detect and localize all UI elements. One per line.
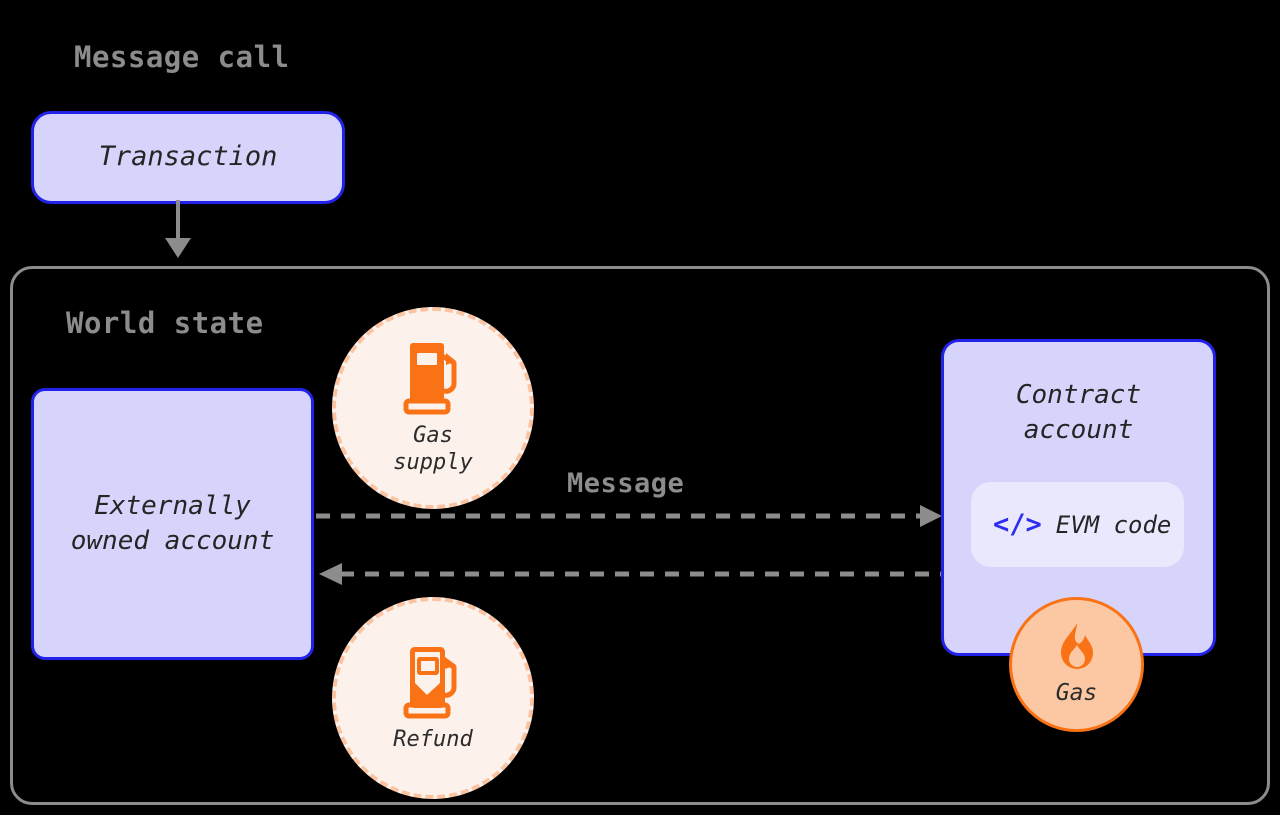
node-contract-account-label: Contract account [1015, 380, 1142, 445]
node-transaction[interactable]: Transaction [31, 111, 345, 204]
badge-gas[interactable]: Gas [1009, 597, 1144, 732]
arrow-contract-to-eoa [319, 563, 946, 585]
gas-pump-full-icon [403, 343, 457, 415]
badge-evm-code[interactable]: </> EVM code [971, 482, 1184, 567]
flame-icon [1060, 623, 1093, 670]
gas-pump-partial-icon [403, 646, 457, 719]
badge-refund-label: Refund [393, 726, 473, 752]
arrow-transaction-to-world-state [165, 200, 191, 258]
node-transaction-label: Transaction [98, 141, 278, 173]
badge-gas-supply-label: Gas supply [393, 423, 473, 475]
page-title: Message call [74, 40, 290, 74]
node-externally-owned-account-label: Externally owned account [70, 491, 275, 556]
badge-gas-supply[interactable]: Gas supply [332, 307, 534, 509]
arrow-eoa-to-contract [316, 505, 942, 527]
code-icon: </> [993, 509, 1042, 540]
edge-label-message: Message [567, 468, 685, 499]
world-state-label: World state [66, 306, 264, 340]
badge-evm-code-label: EVM code [1055, 510, 1172, 539]
world-state-container [10, 266, 1270, 805]
badge-refund[interactable]: Refund [332, 597, 534, 799]
badge-gas-label: Gas [1055, 680, 1098, 707]
node-externally-owned-account[interactable]: Externally owned account [31, 388, 314, 660]
